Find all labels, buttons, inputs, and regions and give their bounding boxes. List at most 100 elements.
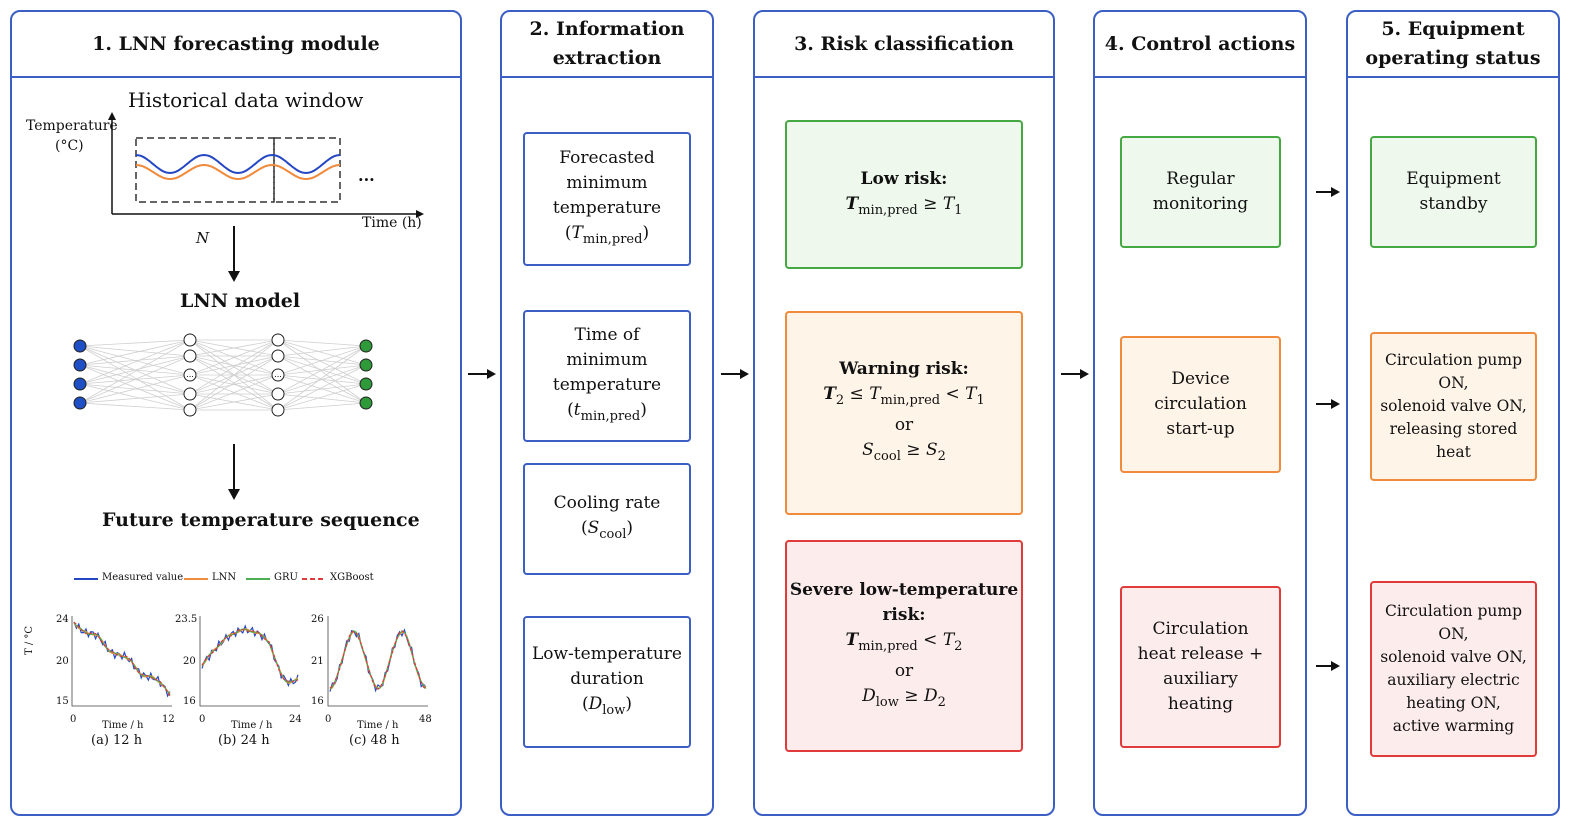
network-edge bbox=[277, 339, 367, 404]
line: Circulation bbox=[1152, 619, 1249, 639]
tick-x-start: 0 bbox=[70, 714, 77, 725]
tick-y-mid: 21 bbox=[311, 656, 324, 667]
low-temp-duration-box: Low-temperature duration (Dlow) bbox=[523, 616, 691, 748]
symbol: (tmin,pred) bbox=[567, 400, 647, 424]
title-line-2: extraction bbox=[552, 47, 662, 69]
mini-axis bbox=[199, 616, 300, 707]
line: heating bbox=[1167, 694, 1234, 714]
symbol: (Tmin,pred) bbox=[564, 223, 650, 247]
arrow-down-to-future bbox=[228, 444, 240, 500]
network-edge bbox=[79, 345, 191, 357]
line: start-up bbox=[1166, 419, 1235, 439]
tick-x-end: 48 bbox=[419, 714, 432, 725]
low-risk-condition: Tmin,pred ≥ T1 bbox=[845, 193, 963, 218]
caption-b: (b) 24 h bbox=[218, 733, 270, 748]
mini-series-lnn bbox=[329, 630, 427, 690]
network-node bbox=[73, 339, 87, 353]
severe-risk-box: Severe low-temperature risk: Tmin,pred <… bbox=[785, 540, 1023, 752]
device-circulation-box: Device circulation start-up bbox=[1120, 336, 1281, 473]
network-node bbox=[271, 349, 285, 363]
network-node-ellipsis: ... bbox=[186, 370, 194, 379]
network-edge bbox=[79, 355, 191, 404]
network-node bbox=[359, 396, 373, 410]
lnn-network-diagram: ...... bbox=[73, 333, 373, 417]
mini-series-xgboost bbox=[329, 630, 427, 690]
network-node bbox=[183, 403, 197, 417]
network-edge bbox=[277, 383, 367, 395]
mini-axis bbox=[327, 616, 428, 707]
network-edge bbox=[277, 383, 367, 411]
line: circulation bbox=[1154, 394, 1247, 414]
tick-y-top: 24 bbox=[56, 614, 69, 625]
mini-x-label: Time / h bbox=[102, 720, 144, 731]
panel-title: 4. Control actions bbox=[1095, 12, 1305, 78]
y-axis-unit: (°C) bbox=[55, 138, 84, 154]
network-edge bbox=[189, 339, 279, 395]
network-node bbox=[183, 387, 197, 401]
mini-series-gru bbox=[201, 628, 299, 683]
network-node bbox=[271, 333, 285, 347]
title-line-1: 5. Equipment bbox=[1381, 18, 1525, 40]
caption-c: (c) 48 h bbox=[349, 733, 400, 748]
line: releasing stored heat bbox=[1389, 420, 1518, 461]
network-edge bbox=[277, 345, 367, 411]
tick-x-end: 24 bbox=[289, 714, 302, 725]
line: Forecasted bbox=[559, 148, 655, 168]
network-edge bbox=[189, 339, 279, 376]
network-edge bbox=[79, 383, 191, 411]
network-edge bbox=[79, 355, 191, 385]
line: heat release + bbox=[1137, 644, 1264, 664]
tick-y-bot: 16 bbox=[183, 696, 196, 707]
line: heating ON, bbox=[1406, 694, 1501, 712]
legend-xgboost: XGBoost bbox=[330, 572, 374, 583]
tick-x-end: 12 bbox=[162, 714, 175, 725]
caption-a: (a) 12 h bbox=[91, 733, 143, 748]
line: minimum bbox=[566, 350, 648, 370]
y-axis-label-temperature: Temperature bbox=[26, 118, 118, 134]
mini-x-label: Time / h bbox=[357, 720, 399, 731]
arrow-p3-to-p4 bbox=[1061, 369, 1089, 379]
network-edge bbox=[79, 355, 191, 366]
arrow-p1-to-p2 bbox=[468, 369, 496, 379]
network-edge bbox=[277, 339, 367, 366]
panel-title: 5. Equipment operating status bbox=[1348, 12, 1558, 78]
severe-risk-title: Severe low-temperature risk: bbox=[789, 579, 1019, 625]
mini-chart-a: 24 20 15 0 12 Time / h bbox=[50, 610, 175, 731]
mini-series-measured bbox=[329, 628, 427, 693]
network-edge bbox=[277, 393, 367, 404]
mini-axis bbox=[71, 616, 172, 707]
active-warming-box: Circulation pump ON, solenoid valve ON, … bbox=[1370, 581, 1537, 757]
warning-risk-title: Warning risk: bbox=[839, 359, 969, 379]
network-node bbox=[271, 387, 285, 401]
title-line-1: 2. Information bbox=[529, 18, 685, 40]
panel-title: 3. Risk classification bbox=[755, 12, 1053, 78]
network-edge bbox=[79, 364, 191, 411]
warning-risk-condition-1: T2 ≤ Tmin,pred < T1 bbox=[823, 384, 985, 408]
network-node bbox=[73, 396, 87, 410]
network-edge bbox=[277, 364, 367, 411]
mini-series-measured bbox=[201, 624, 299, 688]
mini-chart-b: 23.5 20 16 0 24 Time / h bbox=[175, 610, 305, 731]
network-edge bbox=[79, 345, 191, 411]
line: solenoid valve ON, bbox=[1380, 648, 1527, 666]
line: minimum bbox=[566, 173, 648, 193]
historical-window-title: Historical data window bbox=[128, 88, 364, 112]
line: auxiliary electric bbox=[1387, 671, 1520, 689]
or-label: or bbox=[894, 660, 914, 681]
network-edge bbox=[79, 374, 191, 404]
panel-title: 1. LNN forecasting module bbox=[12, 12, 460, 78]
mini-chart-c: 26 21 16 0 48 Time / h bbox=[305, 610, 435, 731]
line: Regular bbox=[1166, 169, 1235, 189]
warning-risk-box: Warning risk: T2 ≤ Tmin,pred < T1 or Sco… bbox=[785, 311, 1023, 515]
network-edge bbox=[79, 339, 191, 347]
line: monitoring bbox=[1152, 194, 1249, 214]
line: temperature bbox=[552, 198, 662, 218]
panel-title: 2. Information extraction bbox=[502, 12, 712, 78]
line: temperature bbox=[552, 375, 662, 395]
tick-x-start: 0 bbox=[325, 714, 332, 725]
mini-charts-plot bbox=[71, 616, 428, 707]
network-edge bbox=[79, 339, 191, 366]
title-line-2: operating status bbox=[1365, 47, 1541, 69]
legend-lnn: LNN bbox=[212, 572, 237, 583]
line: Device bbox=[1171, 369, 1230, 389]
